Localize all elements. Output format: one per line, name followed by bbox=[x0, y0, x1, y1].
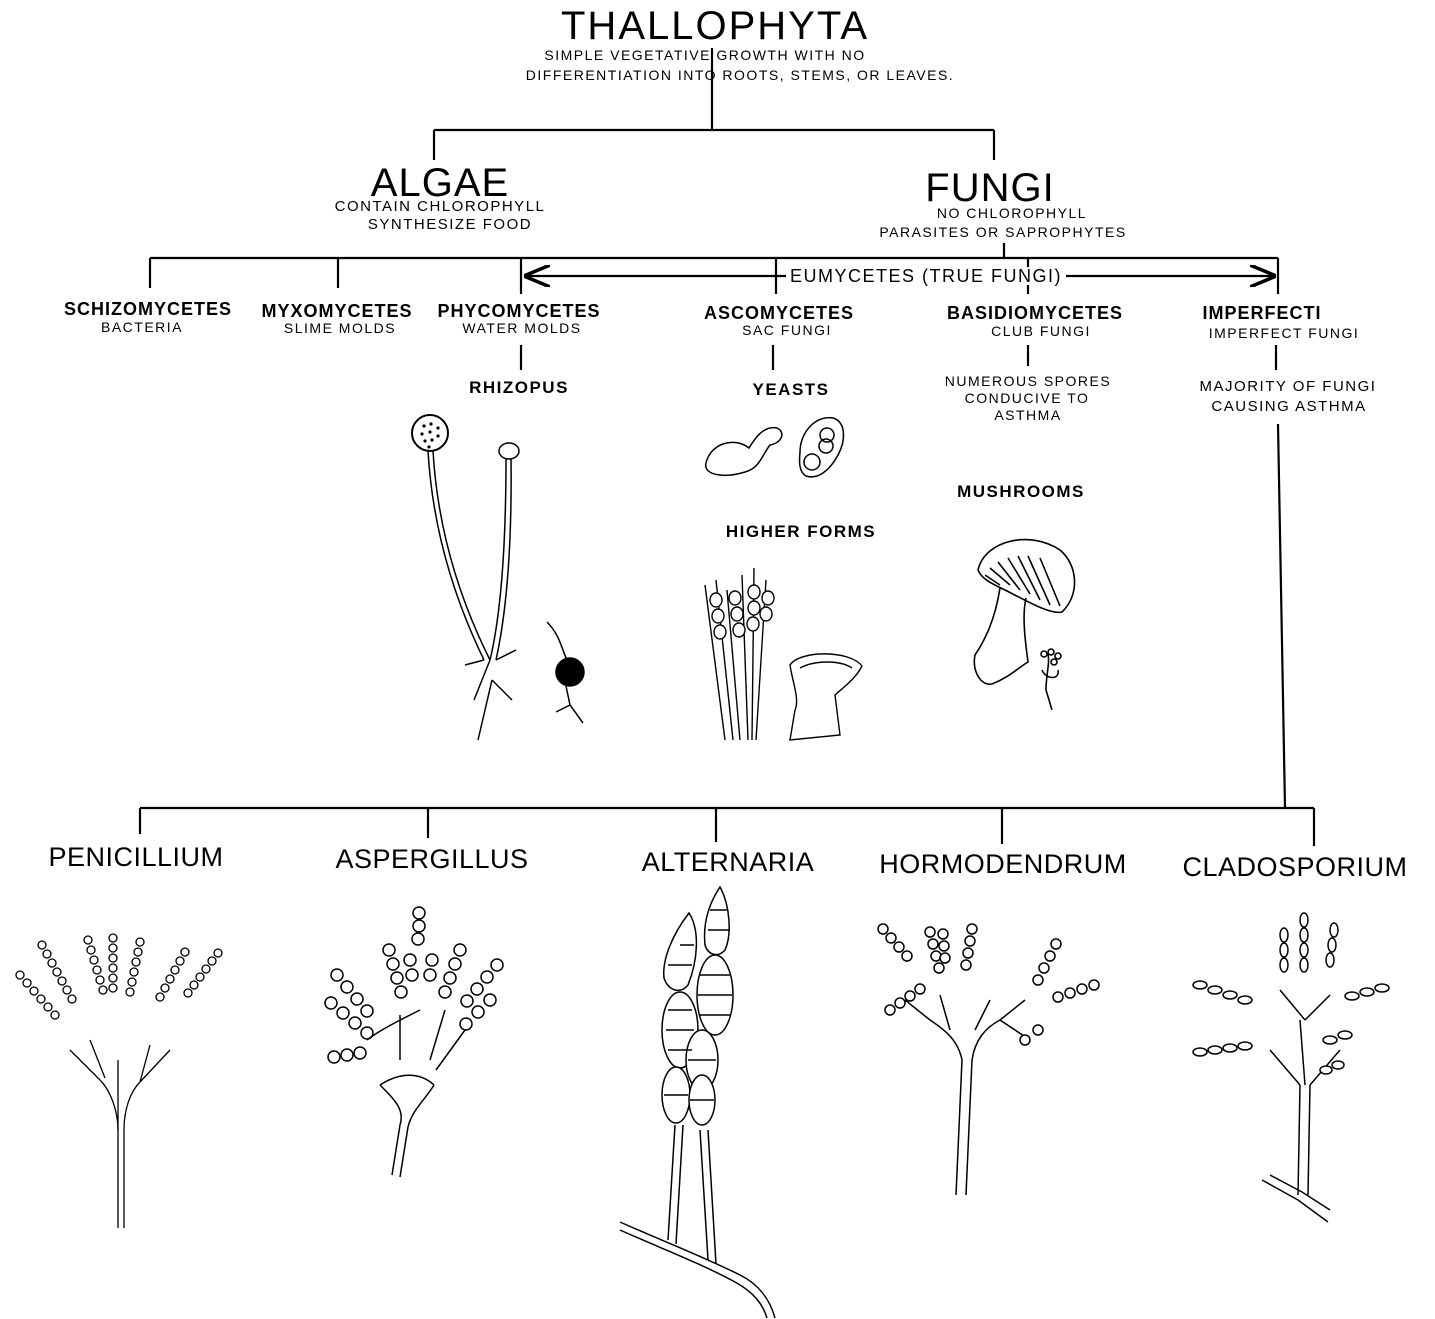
root-desc-line2: DIFFERENTIATION INTO ROOTS, STEMS, OR LE… bbox=[526, 67, 954, 85]
class-schizomycetes: SCHIZOMYCETES bbox=[64, 300, 232, 318]
fungi-line2: PARASITES OR SAPROPHYTES bbox=[879, 224, 1126, 242]
higher-forms-illustration bbox=[705, 568, 862, 740]
eumycetes-label: EUMYCETES (TRUE FUNGI) bbox=[786, 267, 1066, 285]
genus-aspergillus: ASPERGILLUS bbox=[335, 846, 528, 873]
algae-title: ALGAE bbox=[371, 163, 509, 203]
hormodendrum-illustration bbox=[878, 924, 1099, 1195]
imperfecti-note-line2: CAUSING ASTHMA bbox=[1211, 398, 1366, 417]
tree-connectors bbox=[140, 48, 1314, 846]
basidio-note-line1: NUMEROUS SPORES bbox=[945, 373, 1111, 391]
penicillium-illustration bbox=[16, 934, 222, 1228]
fungi-line1: NO CHLOROPHYLL bbox=[937, 205, 1087, 223]
algae-line2: SYNTHESIZE FOOD bbox=[368, 216, 532, 235]
algae-line1: CONTAIN CHLOROPHYLL bbox=[335, 198, 546, 217]
mushroom-illustration bbox=[974, 540, 1074, 710]
class-basidiomycetes: BASIDIOMYCETES bbox=[947, 304, 1123, 322]
fungi-title: FUNGI bbox=[925, 168, 1054, 208]
class-phycomycetes-sub: WATER MOLDS bbox=[462, 321, 581, 335]
imperfecti-note-line1: MAJORITY OF FUNGI bbox=[1200, 378, 1377, 397]
genus-hormodendrum: HORMODENDRUM bbox=[879, 851, 1126, 878]
class-basidiomycetes-sub: CLUB FUNGI bbox=[991, 324, 1091, 338]
yeasts-illustration bbox=[706, 418, 844, 477]
genus-cladosporium: CLADOSPORIUM bbox=[1182, 854, 1407, 881]
class-ascomycetes: ASCOMYCETES bbox=[704, 304, 854, 322]
class-schizomycetes-sub: BACTERIA bbox=[101, 320, 183, 334]
class-imperfecti-sub: IMPERFECT FUNGI bbox=[1209, 326, 1360, 340]
basidio-note-line3: ASTHMA bbox=[994, 407, 1061, 425]
example-higher-forms: HIGHER FORMS bbox=[726, 523, 876, 540]
alternaria-illustration bbox=[620, 887, 775, 1318]
example-rhizopus: RHIZOPUS bbox=[469, 379, 569, 396]
example-mushrooms: MUSHROOMS bbox=[957, 483, 1085, 500]
root-title: THALLOPHYTA bbox=[561, 6, 869, 46]
rhizopus-illustration bbox=[412, 415, 584, 740]
imperfecti-long-line bbox=[1278, 424, 1285, 808]
class-ascomycetes-sub: SAC FUNGI bbox=[742, 323, 832, 337]
genus-alternaria: ALTERNARIA bbox=[642, 849, 815, 876]
class-phycomycetes: PHYCOMYCETES bbox=[437, 302, 600, 320]
cladosporium-illustration bbox=[1193, 913, 1389, 1222]
root-desc-line1: SIMPLE VEGETATIVE GROWTH WITH NO bbox=[544, 47, 865, 65]
class-myxomycetes-sub: SLIME MOLDS bbox=[284, 321, 396, 335]
genus-penicillium: PENICILLIUM bbox=[48, 844, 223, 871]
aspergillus-illustration bbox=[325, 907, 503, 1177]
class-myxomycetes: MYXOMYCETES bbox=[261, 302, 412, 320]
example-yeasts: YEASTS bbox=[752, 381, 829, 398]
basidio-note-line2: CONDUCIVE TO bbox=[965, 390, 1090, 408]
class-imperfecti: IMPERFECTI bbox=[1202, 304, 1321, 322]
